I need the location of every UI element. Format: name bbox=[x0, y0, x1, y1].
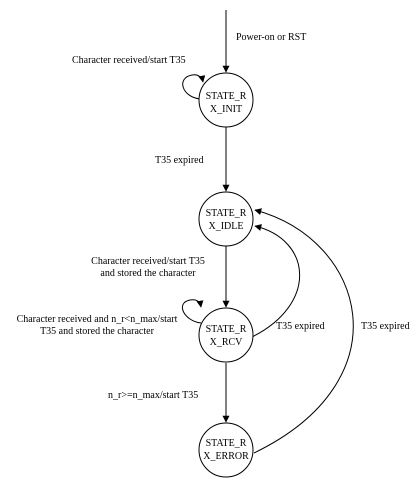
rcv-self-loop-arrow bbox=[181, 299, 204, 324]
state-rcv-circle bbox=[198, 307, 254, 363]
state-error-label-2: X_ERROR bbox=[203, 451, 249, 462]
init-self-loop-label: Character received/start T35 bbox=[72, 55, 186, 66]
state-rcv-label-2: X_RCV bbox=[210, 337, 244, 348]
error-to-idle-label: T35 expired bbox=[361, 321, 410, 332]
state-idle-circle bbox=[198, 191, 254, 247]
idle-to-rcv-label-2: and stored the character bbox=[100, 268, 196, 279]
state-error[interactable]: STATE_R X_ERROR bbox=[198, 422, 254, 478]
state-init-circle bbox=[198, 72, 254, 128]
rcv-to-error-label: n_r>=n_max/start T35 bbox=[108, 390, 198, 401]
error-to-idle-arrow bbox=[253, 208, 354, 454]
idle-to-rcv-label-1: Character received/start T35 bbox=[91, 256, 205, 267]
init-to-idle-label: T35 expired bbox=[155, 155, 204, 166]
state-idle[interactable]: STATE_R X_IDLE bbox=[198, 191, 254, 247]
state-init-label-1: STATE_R bbox=[206, 91, 247, 102]
state-init[interactable]: STATE_R X_INIT bbox=[198, 72, 254, 128]
state-idle-label-2: X_IDLE bbox=[209, 221, 244, 232]
state-init-label-2: X_INIT bbox=[210, 104, 242, 115]
state-error-circle bbox=[198, 422, 254, 478]
rcv-self-loop-label-1: Character received and n_r<n_max/start bbox=[17, 314, 178, 325]
rcv-self-loop-label-2: T35 and stored the character bbox=[40, 326, 155, 337]
state-rcv-label-1: STATE_R bbox=[206, 324, 247, 335]
rcv-to-idle-label: T35 expired bbox=[276, 321, 325, 332]
state-idle-label-1: STATE_R bbox=[206, 208, 247, 219]
rcv-to-idle-arrow bbox=[251, 224, 300, 338]
state-error-label-1: STATE_R bbox=[206, 438, 247, 449]
state-rcv[interactable]: STATE_R X_RCV bbox=[198, 307, 254, 363]
power-on-label: Power-on or RST bbox=[236, 32, 306, 43]
init-self-loop-arrow bbox=[182, 74, 206, 100]
